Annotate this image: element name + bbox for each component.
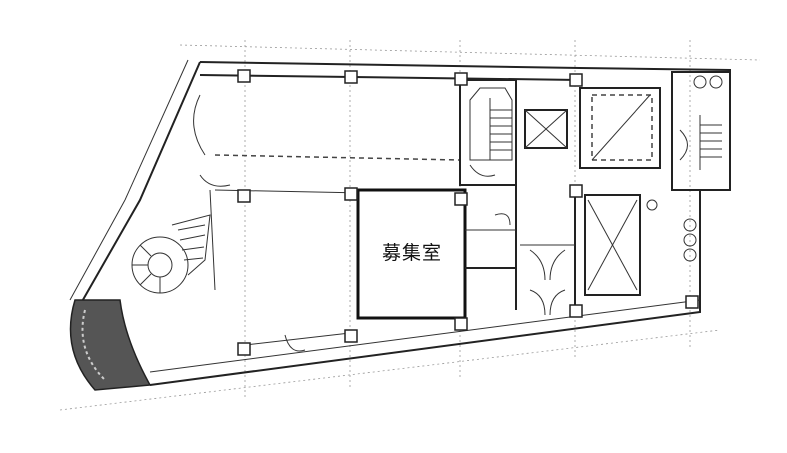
columns [237,69,699,356]
planting-area [69,299,152,391]
corridor-rooms [465,185,576,316]
vacancy-room-label: 募集室 [381,242,442,264]
stair-core [459,79,517,186]
elevator-shafts [524,87,661,296]
right-core [671,71,731,262]
spiral-stair [131,214,211,294]
vacancy-room [356,188,467,320]
